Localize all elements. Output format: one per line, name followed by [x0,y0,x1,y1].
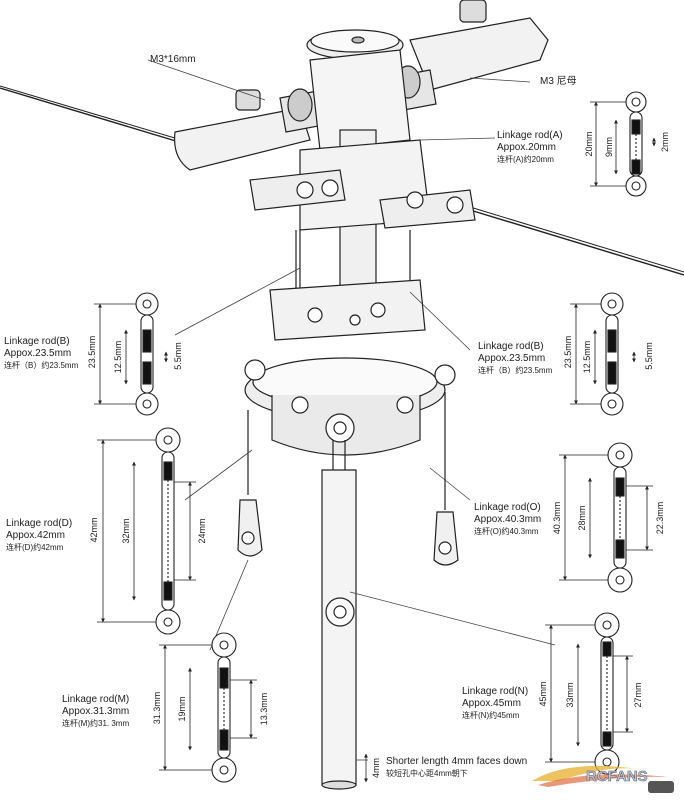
rod-n-dim-inner: 33mm [565,682,575,707]
rod-d-dim-total: 42mm [89,517,99,542]
rod-n-dimensions [545,624,633,763]
rod-n-dim-gap: 27mm [633,682,643,707]
rod-o-callout: Linkage rod(O) Appox.40.3mm 连杆(O)约40.3mm [474,502,541,537]
rod-d-callout: Linkage rod(D) Appox.42mm 连杆(D)约42mm [6,518,72,553]
rod-m-dimensions [159,644,257,771]
rod-b-right-callout: Linkage rod(B) Appox.23.5mm 连杆（B）约23.5mm [478,341,552,376]
rod-a-dim-gap: 2mm [660,132,670,152]
rod-o-dimensions [559,454,653,581]
shaft-dim-label: 4mm [371,758,381,778]
rod-n-dim-total: 45mm [538,681,548,706]
rod-m-dim-total: 31.3mm [152,692,162,725]
shaft-note: Shorter length 4mm faces down [386,756,528,767]
rod-m-cn: 连杆(M)约31. 3mm [62,719,130,728]
rod-b-right-length: Appox.23.5mm [478,353,546,364]
rod-m-length: Appox.31.3mm [62,706,130,717]
rod-b-right-figure [600,292,624,416]
rod-n-length: Appox.45mm [462,698,521,709]
rod-m-name: Linkage rod(M) [62,694,130,705]
rod-a-dim-total: 20mm [584,131,594,156]
rod-b-left-dimensions [94,303,168,405]
rod-m-dim-inner: 19mm [177,696,187,721]
rod-b-left-dim-total: 23.5mm [87,336,97,369]
leader-lines [147,59,556,761]
screw-callout: M3*16mm [150,54,196,65]
rod-n-name: Linkage rod(N) [462,686,529,697]
rod-m-figure [211,632,237,783]
rod-o-figure [607,442,633,593]
rod-d-dimensions [97,439,196,623]
rod-b-right-dim-gap: 5.5mm [644,342,654,370]
rod-b-left-figure [135,292,159,416]
rod-b-left-dim-gap: 5.5mm [173,342,183,370]
rod-o-dim-total: 40.3mm [552,502,562,535]
rod-o-dim-gap: 22.3mm [655,502,665,535]
rod-d-dim-inner: 32mm [121,518,131,543]
rod-a-figure [625,91,647,197]
rod-a-callout: Linkage rod(A) Appox.20mm 连杆(A)约20mm [497,130,563,165]
nut-callout: M3 尼母 [540,76,577,87]
rcfans-logo: RCFANS [532,765,674,793]
rod-d-figure [155,427,181,635]
rod-o-name: Linkage rod(O) [474,502,541,513]
rod-b-left-cn: 连杆（B）约23.5mm [4,361,79,370]
rod-n-cn: 连杆(N)约45mm [462,711,520,720]
rod-d-name: Linkage rod(D) [6,518,73,529]
rod-o-cn: 连杆(O)约40.3mm [474,527,539,536]
rod-d-dim-gap: 24mm [197,518,207,543]
rod-m-callout: Linkage rod(M) Appox.31.3mm 连杆(M)约31. 3m… [62,694,129,729]
rod-b-left-dim-inner: 12.5mm [113,341,123,374]
shaft-note-cn: 较短孔中心距4mm朝下 [386,769,468,778]
rod-o-length: Appox.40.3mm [474,514,542,525]
rod-b-right-dimensions [570,303,636,405]
rod-n-callout: Linkage rod(N) Appox.45mm 连杆(N)约45mm [462,686,528,721]
rod-a-dimensions [590,101,656,187]
rod-b-right-dim-total: 23.5mm [563,336,573,369]
rod-o-dim-inner: 28mm [577,505,587,530]
rod-b-left-callout: Linkage rod(B) Appox.23.5mm 连杆（B）约23.5mm [4,336,78,371]
rod-b-left-name: Linkage rod(B) [4,336,70,347]
rod-b-right-name: Linkage rod(B) [478,341,544,352]
rod-a-cn: 连杆(A)约20mm [497,155,554,164]
rod-b-left-length: Appox.23.5mm [4,348,72,359]
rod-d-cn: 连杆(D)约42mm [6,543,64,552]
rod-d-length: Appox.42mm [6,530,65,541]
rod-b-right-dim-inner: 12.5mm [582,341,592,374]
watermark-text: RCFANS [586,768,648,785]
shaft-callout: Shorter length 4mm faces down 较短孔中心距4mm朝… [386,756,527,779]
rod-b-right-cn: 连杆（B）约23.5mm [478,366,553,375]
rod-m-dim-gap: 13.3mm [259,693,269,726]
rod-n-figure [594,612,620,775]
rod-a-dim-inner: 9mm [604,137,614,157]
rod-a-name: Linkage rod(A) [497,130,563,141]
rod-a-length: Appox.20mm [497,142,556,153]
